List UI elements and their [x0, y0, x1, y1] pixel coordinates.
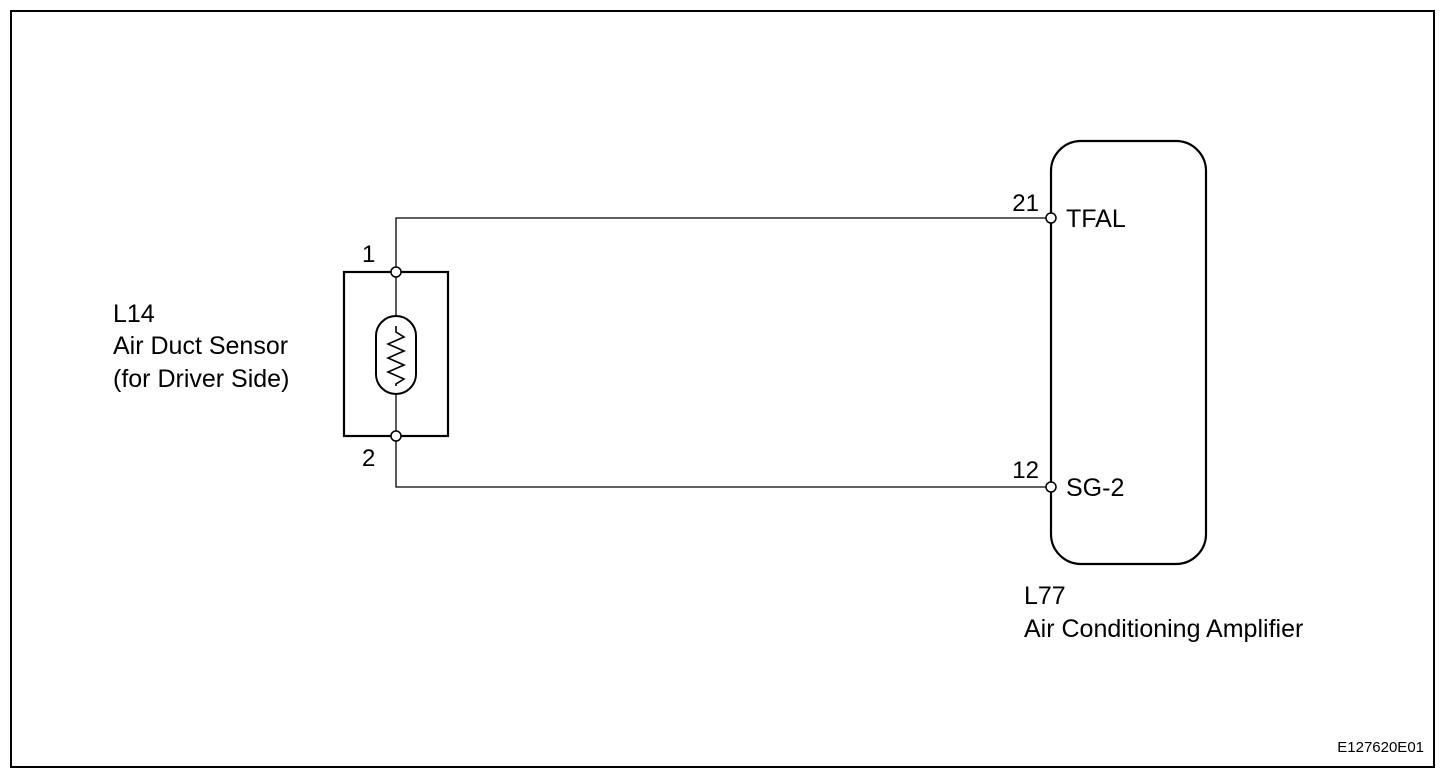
wire-tfal	[395, 217, 1046, 272]
sensor-id-label: L14	[113, 300, 155, 328]
thermistor-zigzag-icon	[386, 326, 406, 386]
diagram-border	[10, 10, 1435, 768]
sensor-name-label: Air Duct Sensor	[113, 332, 288, 360]
amplifier-terminal-sg2-label: SG-2	[1066, 474, 1124, 502]
amplifier-terminal-tfal-label: TFAL	[1066, 205, 1126, 233]
amplifier-terminal-tfal	[1045, 212, 1057, 224]
wire-sg2	[395, 436, 1046, 488]
amplifier-pin-21-label: 21	[1012, 190, 1039, 217]
sensor-pin-2-terminal	[390, 430, 402, 442]
sensor-pin-2-label: 2	[362, 445, 375, 472]
thermistor-capsule	[375, 315, 417, 395]
amplifier-id-label: L77	[1024, 582, 1066, 610]
amplifier-name-label: Air Conditioning Amplifier	[1024, 615, 1303, 643]
figure-code: E127620E01	[1337, 739, 1424, 756]
sensor-qualifier-label: (for Driver Side)	[113, 365, 289, 393]
amplifier-terminal-sg2	[1045, 481, 1057, 493]
amplifier-pin-12-label: 12	[1012, 457, 1039, 484]
sensor-pin-1-label: 1	[362, 241, 375, 268]
sensor-pin-1-terminal	[390, 266, 402, 278]
amplifier-box	[1049, 139, 1208, 566]
